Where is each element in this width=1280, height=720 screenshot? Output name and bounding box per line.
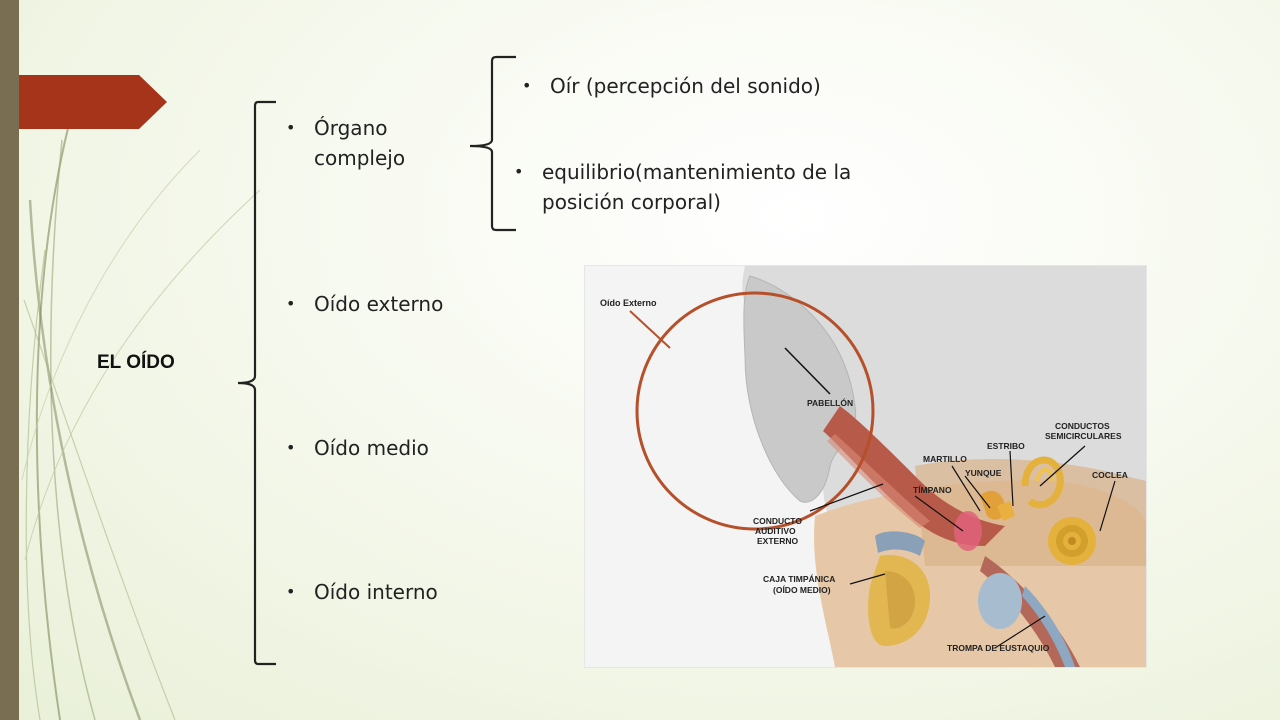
slide-title: EL OÍDO bbox=[97, 352, 175, 373]
ear-anatomy-diagram: Oído Externo PABELLÓN MARTILLO ESTRIBO C… bbox=[584, 265, 1147, 668]
accent-arrow-tab bbox=[19, 75, 167, 129]
label-timpano: TÍMPANO bbox=[913, 485, 952, 495]
label-yunque: YUNQUE bbox=[965, 468, 1002, 478]
item-organo-line1: Órgano bbox=[314, 116, 388, 140]
label-coclea: COCLEA bbox=[1092, 470, 1128, 480]
item-oido-medio: Oído medio bbox=[286, 433, 429, 463]
label-conducto-1: CONDUCTO bbox=[753, 516, 802, 526]
main-brace bbox=[237, 100, 276, 666]
label-martillo: MARTILLO bbox=[923, 454, 967, 464]
label-conductos-2: SEMICIRCULARES bbox=[1045, 431, 1122, 441]
label-conductos-1: CONDUCTOS bbox=[1055, 421, 1110, 431]
label-caja-1: CAJA TIMPÁNICA bbox=[763, 574, 835, 584]
function-equilibrio-line1: equilibrio(mantenimiento de la bbox=[542, 160, 852, 184]
left-decor-bar bbox=[0, 0, 19, 720]
label-oido-externo: Oído Externo bbox=[600, 298, 657, 308]
label-conducto-3: EXTERNO bbox=[757, 536, 798, 546]
function-brace bbox=[469, 55, 516, 232]
item-oido-externo: Oído externo bbox=[286, 289, 443, 319]
label-trompa: TROMPA DE EUSTAQUIO bbox=[947, 643, 1050, 653]
label-estribo: ESTRIBO bbox=[987, 441, 1025, 451]
ear-anatomy-illustration: Oído Externo PABELLÓN MARTILLO ESTRIBO C… bbox=[600, 266, 1146, 667]
label-conducto-2: AUDITIVO bbox=[755, 526, 796, 536]
item-organo-complejo: Órgano complejo bbox=[286, 113, 406, 173]
function-oir: Oír (percepción del sonido) bbox=[522, 71, 821, 101]
label-pabellon: PABELLÓN bbox=[807, 397, 853, 408]
function-equilibrio-line2: posición corporal) bbox=[542, 190, 721, 214]
item-organo-line2: complejo bbox=[314, 146, 406, 170]
label-caja-2: (OÍDO MEDIO) bbox=[773, 585, 831, 595]
item-oido-interno: Oído interno bbox=[286, 577, 438, 607]
function-equilibrio: equilibrio(mantenimiento de la posición … bbox=[514, 157, 852, 217]
decorative-curves bbox=[21, 119, 261, 720]
